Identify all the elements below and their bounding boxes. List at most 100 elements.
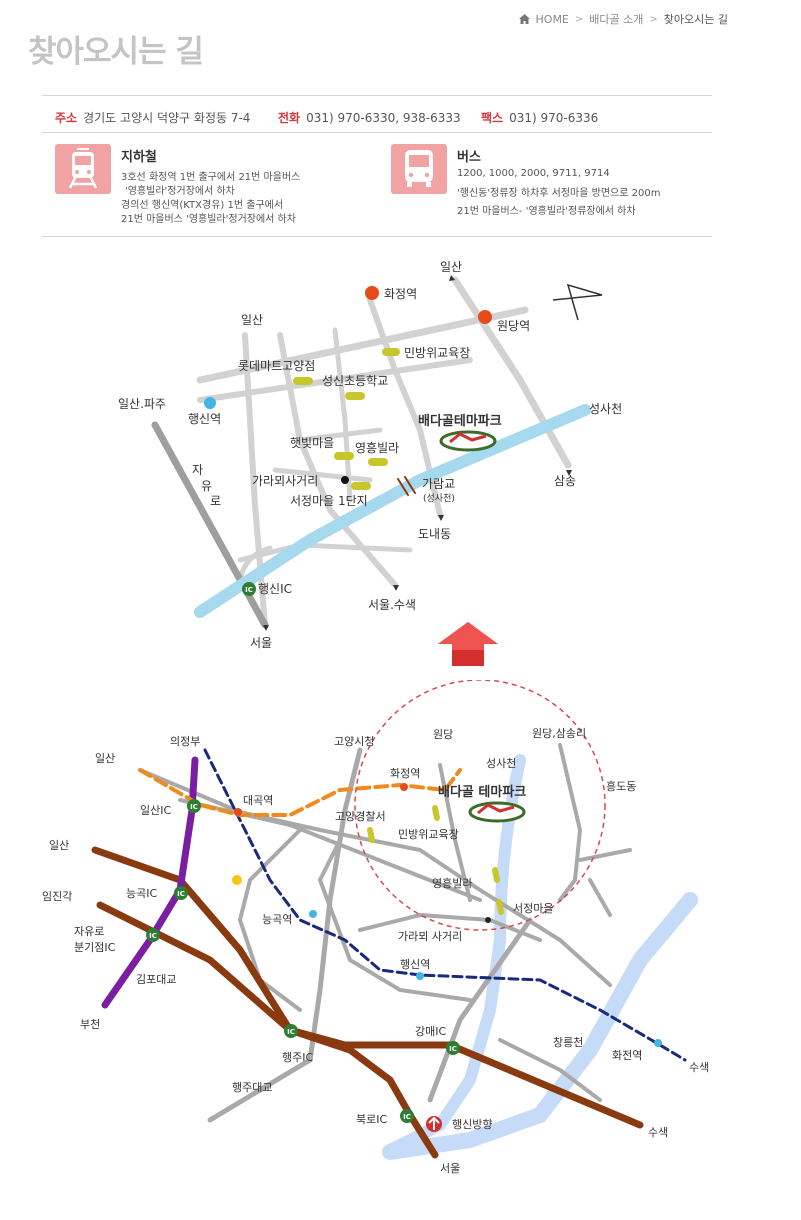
label-hwajeong: 화정역 [384, 287, 417, 301]
label-minbang: 민방위교육장 [404, 346, 470, 360]
label-goyang-police: 고양경찰서 [335, 810, 386, 823]
ic-badge-label: IC [177, 890, 185, 898]
label-yeongheung: 영흥빌라 [432, 876, 472, 890]
subway-line: '영흥빌라'정거장에서 하차 [125, 186, 235, 197]
label-garamgyo-sub: (성사천) [423, 493, 455, 504]
label-gimpo: 김포대교 [136, 973, 176, 986]
label-seoul: 서울 [250, 636, 272, 650]
label-daegok: 대곡역 [243, 794, 273, 807]
label-neunggok-ic: 능곡IC [126, 887, 157, 900]
ic-badge-label: IC [403, 1113, 411, 1121]
station-marker [204, 397, 216, 409]
label-ilsan-1: 일산 [95, 751, 115, 765]
station-marker [478, 310, 492, 324]
label-buncheon: 부천 [80, 1017, 100, 1031]
label-park: 배다골 테마파크 [438, 784, 526, 800]
page-title: 찾아오시는 길 [28, 34, 204, 70]
subway-line: 3호선 화정역 1번 출구에서 21번 마을버스 [121, 172, 301, 183]
ic-badge-label: IC [149, 932, 157, 940]
station-marker [365, 286, 379, 300]
park-logo-icon [439, 430, 497, 452]
detail-map[interactable]: IC 일산 화정역 원당역 일산 롯데마트고양점 민방위교육장 성신초등학교 일… [0, 250, 801, 660]
label-jayu-2: 유 [201, 479, 212, 493]
breadcrumb: HOME > 배다골 소개 > 찾아오시는 길 [518, 11, 728, 27]
fax-label: 팩스 [481, 111, 504, 125]
north-arrow-icon [552, 283, 603, 321]
bus-line: '행신동'정류장 하차후 서정마을 방면으로 200m [457, 188, 661, 199]
label-wondang: 원당 [433, 728, 453, 741]
label-seojeong: 서정마을 1단지 [290, 494, 368, 508]
label-jayu-1: 자 [192, 463, 203, 477]
phone-label: 전화 [278, 111, 301, 125]
label-wondang-samsong: 원당,삼송리 [532, 727, 586, 740]
label-garamoe: 가라뫼 사거리 [398, 930, 462, 943]
subway-line: 21번 마을버스 '영흥빌라'정거장에서 하차 [121, 214, 296, 225]
up-arrow-icon [438, 622, 498, 666]
breadcrumb-current: 찾아오시는 길 [663, 13, 728, 26]
train-icon [55, 144, 111, 194]
label-seongsin: 성신초등학교 [322, 374, 388, 388]
home-icon[interactable] [518, 14, 530, 24]
label-jayuro: 자유로 [74, 925, 104, 938]
label-seongsacheon: 성사천 [486, 756, 516, 770]
label-heungdo: 흥도동 [606, 779, 636, 793]
label-haengju-bridge: 행주대교 [232, 1081, 272, 1094]
label-bukro-ic: 북로IC [356, 1113, 387, 1126]
label-hwajeon: 화전역 [612, 1049, 642, 1062]
bus-line: 21번 마을버스- '영흥빌라'정류장에서 하차 [457, 206, 636, 217]
label-susaek-2: 수색 [648, 1126, 668, 1139]
divider [42, 236, 712, 237]
label-seongsacheon: 성사천 [589, 401, 622, 416]
label-haetbit: 햇빛마을 [290, 435, 334, 450]
address-value: 경기도 고양시 덕양구 화정동 7-4 [83, 111, 251, 125]
address-label: 주소 [55, 111, 78, 125]
ic-badge-label: IC [190, 803, 198, 811]
label-imjingak: 임진각 [42, 890, 72, 903]
subway-title: 지하철 [121, 150, 157, 165]
breadcrumb-section[interactable]: 배다골 소개 [589, 13, 644, 26]
ic-badge-icon [146, 799, 460, 1123]
breadcrumb-home[interactable]: HOME [535, 12, 569, 26]
label-haengsin-ic: 행신IC [258, 581, 292, 596]
ic-badge-label: IC [245, 586, 253, 594]
phone-value: 031) 970-6330, 938-6333 [306, 111, 461, 125]
label-haengju-ic: 행주IC [282, 1051, 313, 1064]
intersection-marker [341, 476, 349, 484]
bus-line: 1200, 1000, 2000, 9711, 9714 [457, 168, 610, 179]
label-goyang-city: 고양시청 [334, 735, 374, 748]
subway-line: 경의선 행신역(KTX경유) 1번 출구에서 [121, 200, 284, 211]
label-uijeongbu: 의정부 [170, 735, 200, 748]
phone-info: 전화 031) 970-6330, 938-6333 [278, 109, 461, 126]
label-wondang: 원당역 [497, 319, 530, 333]
ic-badge-label: IC [449, 1045, 457, 1053]
label-susaek-1: 수색 [689, 1061, 709, 1074]
label-bungijeom: 분기점IC [74, 941, 116, 954]
label-seojeong: 서정마을 [513, 902, 553, 915]
label-park: 배다골테마파크 [418, 413, 502, 429]
label-donae: 도내동 [418, 527, 451, 541]
label-changneung: 창릉천 [553, 1035, 583, 1049]
divider [42, 95, 712, 96]
label-yeongheung: 영흥빌라 [355, 441, 399, 455]
address-info: 주소 경기도 고양시 덕양구 화정동 7-4 [55, 109, 250, 126]
label-seoul: 서울 [440, 1162, 460, 1175]
label-samsong: 삼송 [554, 474, 576, 488]
label-garamgyo: 가람교 [422, 477, 455, 491]
bus-icon [391, 144, 447, 194]
label-minbang: 민방위교육장 [398, 828, 459, 841]
label-ilsan-2: 일산 [49, 838, 69, 852]
label-seoul-susaek: 서울.수색 [368, 598, 416, 612]
label-ilsan-ic: 일산IC [140, 803, 171, 817]
divider [42, 132, 712, 133]
label-neunggok-station: 능곡역 [262, 913, 292, 926]
label-ilsan-west: 일산 [241, 313, 263, 327]
ic-badge-label: IC [287, 1028, 295, 1036]
overview-map[interactable]: IC IC IC IC IC IC 의정부 고양시청 원당 원당,삼송리 일산 … [0, 680, 801, 1200]
chevron-right-icon: > [574, 13, 584, 25]
label-ilsan-paju: 일산.파주 [118, 397, 166, 411]
label-jayu-3: 로 [210, 494, 221, 508]
label-ilsan-north: 일산 [440, 260, 462, 274]
label-garamoe: 가라뫼사거리 [252, 474, 318, 488]
label-haengsin-direction: 행신방향 [452, 1118, 492, 1131]
